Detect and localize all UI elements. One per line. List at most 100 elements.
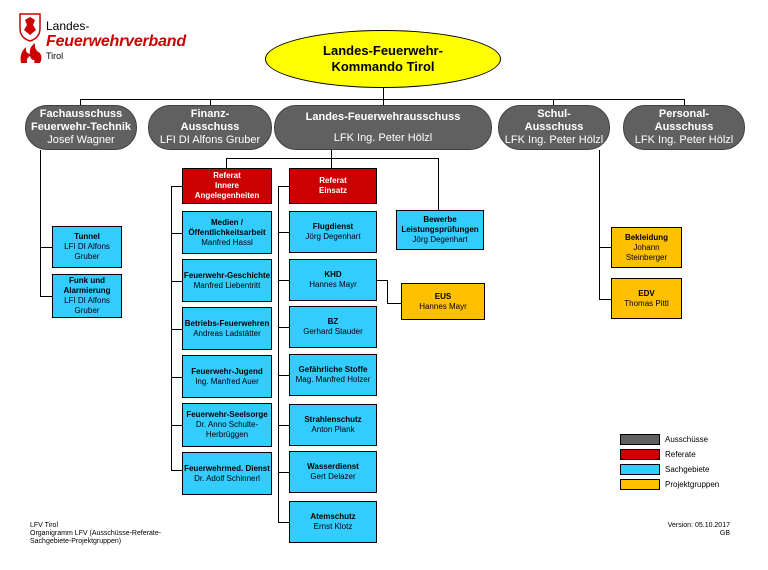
box-title: Bewerbe Leistungsprüfungen [401, 215, 479, 234]
box-title: Flugdienst [312, 222, 354, 231]
box-title: Betriebs-Feuerwehren [184, 318, 270, 328]
footer-left-line-1: LFV Tirol [30, 522, 59, 529]
box-title: Medien / Öffentlichkeitsarbeit [188, 217, 266, 237]
box-title: Strahlenschutz [304, 415, 362, 424]
sachgebiet-funk-alarmierung: Funk und Alarmierung LFI DI Alfons Grube… [52, 274, 122, 318]
sachgebiet-bz: BZ Gerhard Stauder [289, 306, 377, 348]
legend-label: Projektgruppen [665, 480, 720, 489]
referat-line-2: Einsatz [318, 186, 347, 195]
sachgebiet-bewerbe: Bewerbe Leistungsprüfungen Jörg Degenhar… [396, 210, 484, 250]
flame-logo-icon [20, 43, 42, 63]
box-person: LFI DI Alfons Gruber [64, 296, 110, 315]
box-title: Atemschutz [310, 512, 356, 521]
box-person: Johann Steinberger [625, 242, 668, 262]
box-person: Jörg Degenhart [412, 235, 468, 244]
referat-line-1: Referat [213, 171, 241, 180]
legend: Ausschüsse Referate Sachgebiete Projektg… [620, 432, 750, 498]
sachgebiet-tunnel: Tunnel LFI DI Alfons Gruber [52, 226, 122, 268]
committee-feuerwehr-technik: Fachausschuss Feuerwehr-Technik Josef Wa… [25, 105, 137, 150]
legend-swatch-sachgebiete [620, 464, 660, 475]
legend-label: Ausschüsse [665, 435, 709, 444]
sachgebiet-feuerwehrmed-dienst: Feuerwehrmed. Dienst Dr. Adolf Schinnerl [182, 452, 272, 495]
footer-left-line-2: Organigramm LFV (Ausschüsse-Referate- [30, 530, 162, 537]
logo-line-2: Feuerwehrverband [46, 33, 186, 50]
box-person: Ing. Manfred Auer [195, 376, 259, 386]
sachgebiet-feuerwehr-jugend: Feuerwehr-Jugend Ing. Manfred Auer [182, 355, 272, 398]
projektgruppe-eus: EUS Hannes Mayr [401, 283, 485, 320]
legend-swatch-projektgruppen [620, 479, 660, 490]
box-title: Feuerwehrmed. Dienst [184, 463, 270, 473]
sachgebiet-flugdienst: Flugdienst Jörg Degenhart [289, 211, 377, 253]
box-title: Gefährliche Stoffe [298, 365, 368, 374]
footer-right: Version: 05.10.2017 GB [630, 522, 730, 538]
committee-line-1: Fachausschuss [39, 108, 123, 120]
referat-line-1: Referat [319, 176, 347, 185]
legend-swatch-ausschuesse [620, 434, 660, 445]
committee-person: LFI DI Alfons Gruber [159, 134, 261, 146]
box-title: KHD [324, 270, 342, 279]
referat-einsatz: Referat Einsatz [289, 168, 377, 204]
sachgebiet-atemschutz: Atemschutz Ernst Klotz [289, 501, 377, 543]
committee-line-2: Ausschuss [180, 121, 240, 133]
committee-line-1: Finanz- [190, 108, 230, 120]
footer-right-line-2: GB [719, 530, 730, 537]
projektgruppe-edv: EDV Thomas Pittl [611, 278, 682, 319]
footer-left: LFV Tirol Organigramm LFV (Ausschüsse-Re… [30, 522, 230, 546]
box-person: Hannes Mayr [419, 301, 467, 311]
landes-feuerwehr-kommando-node: Landes-Feuerwehr- Kommando Tirol [265, 30, 501, 88]
referat-line-3: Angelegenheiten [194, 191, 260, 200]
sachgebiet-wasserdienst: Wasserdienst Gert Delazer [289, 451, 377, 493]
box-person: Manfred Hassl [201, 237, 253, 247]
committee-line-1: Schul- [537, 108, 571, 120]
box-title: EUS [434, 291, 452, 301]
committee-person: LFK Ing. Peter Hölzl [333, 131, 433, 144]
tirol-eagle-icon [19, 13, 41, 42]
sachgebiet-feuerwehr-geschichte: Feuerwehr-Geschichte Manfred Liebentritt [182, 259, 272, 302]
footer-left-line-3: Sachgebiete-Projektgruppen) [30, 538, 122, 545]
legend-swatch-referate [620, 449, 660, 460]
committee-personal: Personal- Ausschuss LFK Ing. Peter Hölzl [623, 105, 745, 150]
box-person: Ernst Klotz [313, 522, 353, 531]
referat-innere-angelegenheiten: Referat Innere Angelegenheiten [182, 168, 272, 204]
box-person: LFI DI Alfons Gruber [64, 242, 110, 261]
box-title: Bekleidung [624, 232, 669, 242]
logo-line-3: Tirol [46, 51, 64, 61]
box-person: Gerhard Stauder [303, 327, 363, 336]
box-title: Feuerwehr-Geschichte [183, 270, 271, 280]
committee-schul: Schul- Ausschuss LFK Ing. Peter Hölzl [498, 105, 610, 150]
committee-person: LFK Ing. Peter Hölzl [504, 134, 604, 146]
legend-label: Referate [665, 450, 696, 459]
committee-line-2: Ausschuss [524, 121, 584, 133]
committee-line-1: Landes-Feuerwehrausschuss [305, 110, 461, 123]
sachgebiet-gefaehrliche-stoffe: Gefährliche Stoffe Mag. Manfred Holzer [289, 354, 377, 396]
committee-line-2: Feuerwehr-Technik [30, 121, 132, 133]
box-person: Thomas Pittl [624, 298, 669, 308]
logo-line-1: Landes- [46, 19, 90, 33]
box-person: Anton Plank [311, 425, 355, 434]
top-line-1: Landes-Feuerwehr- [323, 43, 443, 58]
committee-line-1: Personal- [658, 108, 710, 120]
legend-label: Sachgebiete [665, 465, 710, 474]
box-person: Gert Delazer [310, 472, 356, 481]
box-title: Funk und Alarmierung [63, 276, 111, 295]
box-person: Dr. Anno Schulte-Herbrüggen [195, 420, 259, 439]
box-person: Jörg Degenhart [305, 232, 361, 241]
box-title: BZ [327, 317, 339, 326]
top-line-2: Kommando Tirol [331, 59, 435, 74]
box-title: Tunnel [74, 232, 100, 241]
sachgebiet-betriebs-feuerwehren: Betriebs-Feuerwehren Andreas Ladstätter [182, 307, 272, 350]
sachgebiet-khd: KHD Hannes Mayr [289, 259, 377, 301]
sachgebiet-feuerwehr-seelsorge: Feuerwehr-Seelsorge Dr. Anno Schulte-Her… [182, 403, 272, 447]
box-title: Feuerwehr-Jugend [191, 366, 263, 376]
sachgebiet-strahlenschutz: Strahlenschutz Anton Plank [289, 404, 377, 446]
referat-line-2: Innere [214, 181, 239, 190]
committee-finanz: Finanz- Ausschuss LFI DI Alfons Gruber [148, 105, 272, 150]
sachgebiet-medien: Medien / Öffentlichkeitsarbeit Manfred H… [182, 211, 272, 254]
box-title: EDV [638, 288, 655, 298]
committee-landes-feuerwehrausschuss: Landes-Feuerwehrausschuss LFK Ing. Peter… [274, 105, 492, 150]
box-person: Mag. Manfred Holzer [295, 375, 371, 384]
box-person: Manfred Liebentritt [193, 280, 261, 290]
committee-person: LFK Ing. Peter Hölzl [634, 134, 734, 146]
box-title: Wasserdienst [307, 462, 359, 471]
box-person: Andreas Ladstätter [193, 328, 261, 338]
